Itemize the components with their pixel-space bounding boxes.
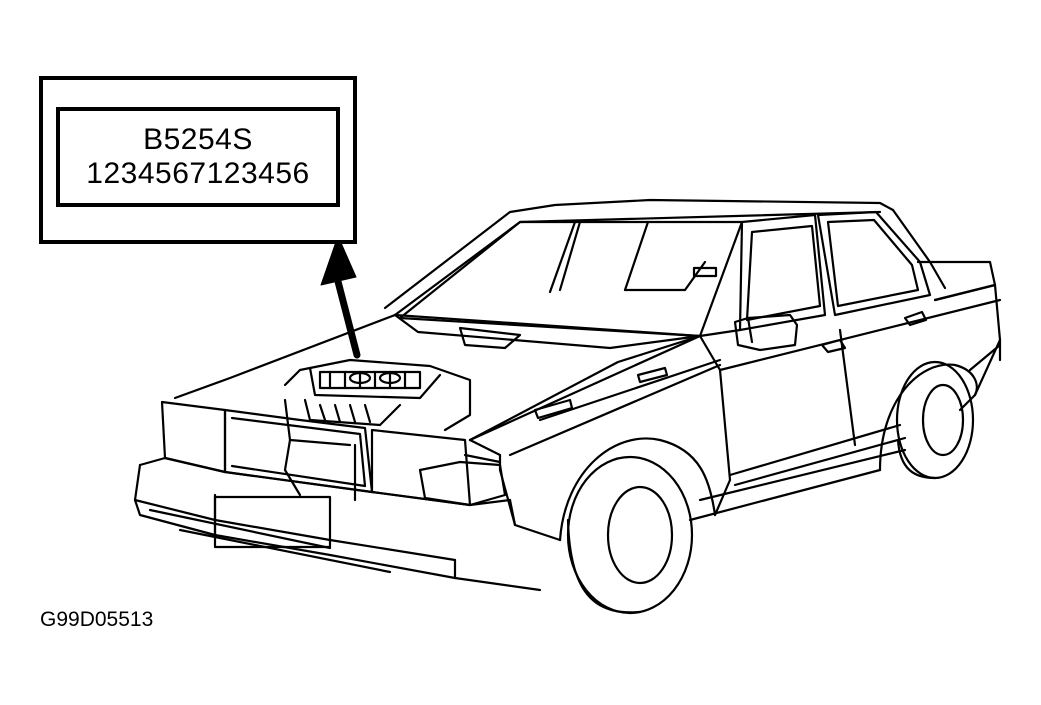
engine-cutaway <box>283 358 472 502</box>
serial-number: 1234567123456 <box>86 157 310 190</box>
hood <box>173 313 702 457</box>
side-windows <box>738 210 997 332</box>
side-mirror <box>733 313 799 352</box>
front-wheel <box>558 437 717 615</box>
door-handles <box>820 310 928 354</box>
front-bumper <box>133 456 562 592</box>
headlights <box>160 400 507 507</box>
engine-id-label: B5254S 1234567123456 <box>56 107 340 207</box>
callout-box: B5254S 1234567123456 <box>39 76 357 244</box>
roof-outline <box>383 198 947 317</box>
figure-id: G99D05513 <box>40 608 154 631</box>
engine-code: B5254S <box>143 123 253 156</box>
rear-wheel <box>878 360 978 480</box>
pointer-arrow <box>320 235 361 359</box>
